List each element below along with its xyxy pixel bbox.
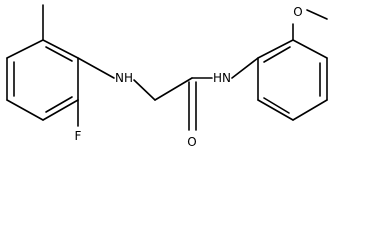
bond	[257, 99, 294, 121]
double-bond-inner	[263, 46, 291, 63]
atom-label-methoxy-o: O	[293, 5, 302, 19]
atom-label-nh-right: HN	[213, 71, 231, 85]
n-c-bond	[231, 57, 259, 79]
bond	[42, 39, 79, 59]
bond	[292, 99, 328, 121]
bond	[257, 39, 294, 59]
double-bond-inner	[263, 97, 290, 114]
bond	[42, 99, 79, 121]
double-bond-inner	[45, 96, 73, 113]
bond	[6, 39, 44, 59]
structure-diagram: NH HN O F O	[6, 4, 328, 149]
atom-label-nh-left: NH	[115, 71, 133, 85]
fluoro-methyl-phenyl-ring	[6, 4, 115, 127]
bond	[154, 77, 193, 101]
o-methyl-bond	[306, 9, 328, 20]
bond	[133, 79, 156, 101]
double-bond-inner	[45, 46, 73, 62]
bond	[6, 99, 44, 121]
atom-label-carbonyl-o: O	[187, 135, 196, 149]
methoxyphenyl-ring	[231, 9, 328, 121]
bond	[292, 39, 328, 59]
atom-label-f: F	[75, 129, 82, 143]
c-n-bond	[77, 57, 115, 79]
acetamide-linker	[133, 77, 213, 131]
